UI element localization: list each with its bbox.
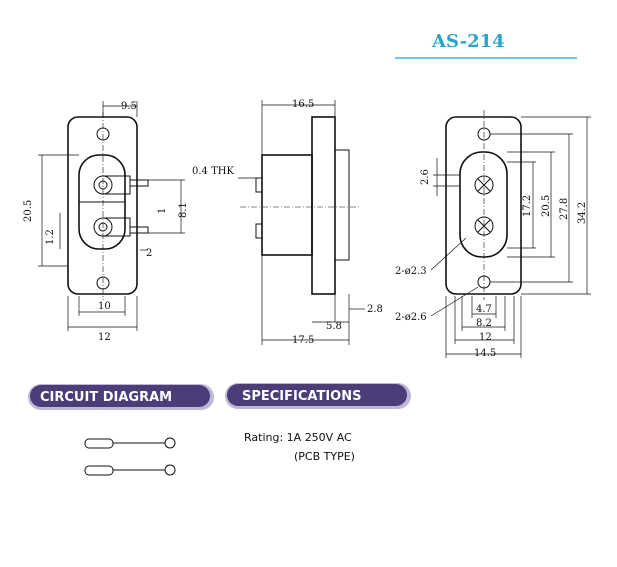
circuit-diagram-section: CIRCUIT DIAGRAM (28, 384, 214, 476)
dim-label: 16.5 (292, 99, 314, 110)
dim-label: 5.8 (326, 321, 342, 332)
panel-view: 2.6 17.2 20.5 27.8 34.2 2-ø2.3 2-ø2.6 4.… (395, 110, 591, 359)
dim-label: 17.5 (292, 335, 314, 346)
pcb-type-text: (PCB TYPE) (294, 450, 355, 463)
panel-body (459, 151, 508, 258)
dim-label: 17.2 (522, 195, 533, 217)
front-pcb-pin-top (129, 179, 149, 187)
circuit-diagram-label: CIRCUIT DIAGRAM (40, 390, 172, 405)
side-body (261, 154, 313, 256)
dim-label: 14.5 (474, 348, 496, 359)
side-pin-bottom (255, 223, 263, 239)
leader-line (430, 237, 467, 271)
dim-label: 2 (146, 248, 152, 259)
circuit-node-top (164, 437, 176, 449)
dim-label: 27.8 (559, 198, 570, 220)
dim-label: 1 (157, 208, 168, 214)
dim-label: 2-ø2.3 (395, 266, 427, 277)
dim-label: 20.5 (541, 195, 552, 217)
side-boss (334, 149, 350, 261)
product-title: AS-214 (431, 31, 505, 52)
dim-label: 1.2 (45, 229, 56, 245)
dim-label: 8.2 (476, 318, 492, 329)
dim-label: 34.2 (577, 202, 588, 224)
dim-label: 20.5 (23, 200, 34, 222)
front-pcb-pin-bottom (129, 226, 149, 234)
rating-text: Rating: 1A 250V AC (244, 431, 352, 444)
circuit-terminal-bottom (84, 465, 114, 476)
circuit-terminal-top (84, 438, 114, 449)
side-flange (311, 116, 336, 295)
dim-label: 0.4 THK (192, 166, 234, 177)
side-pin-top (255, 177, 263, 193)
dim-label: 2.6 (420, 169, 431, 185)
circuit-pill (30, 385, 210, 407)
dim-label: 4.7 (476, 304, 492, 315)
dim-label: 12 (479, 332, 492, 343)
circuit-node-bottom (164, 464, 176, 476)
front-flange (67, 116, 138, 295)
panel-flange (445, 116, 522, 295)
dim-label: 2.8 (367, 304, 383, 315)
specifications-section: SPECIFICATIONS Rating: 1A 250V AC (PCB T… (225, 383, 411, 463)
dim-label: 2-ø2.6 (395, 312, 427, 323)
dim-label: 12 (98, 332, 111, 343)
dim-label: 9.5 (121, 101, 137, 112)
spec-pill (227, 384, 407, 406)
dim-label: 10 (98, 301, 111, 312)
front-view: 9.5 20.5 1.2 10 12 1 8.1 2 (23, 101, 189, 343)
leader-line (430, 286, 479, 317)
dim-label: 8.1 (178, 202, 189, 218)
specifications-label: SPECIFICATIONS (242, 389, 361, 404)
side-view: 16.5 0.4 THK 2.8 5.8 17.5 (192, 99, 383, 346)
